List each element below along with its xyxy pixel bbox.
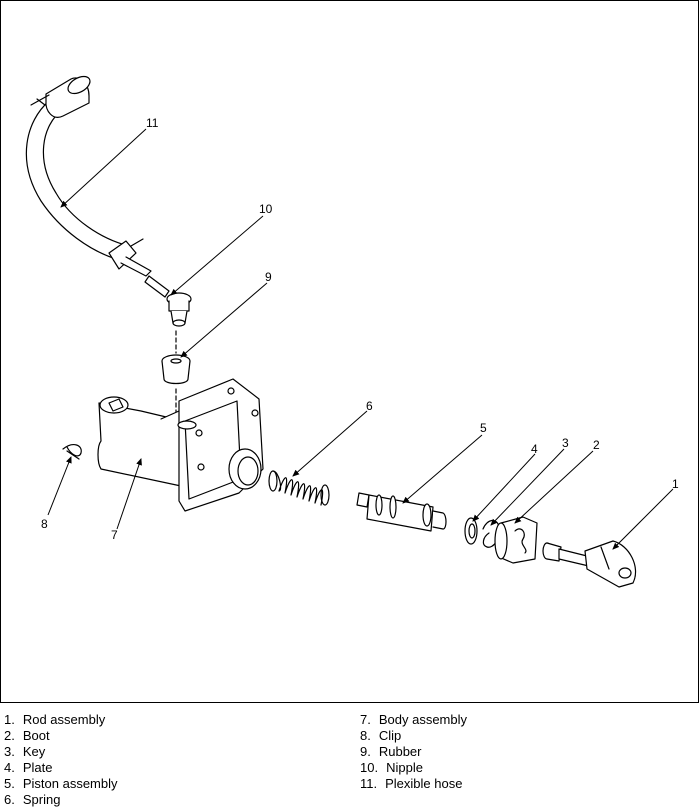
callout-6: 6 (366, 399, 373, 413)
legend-right-column: 7.Body assembly 8.Clip 9.Rubber 10.Nippl… (360, 712, 467, 792)
piston-assembly-part (356, 492, 447, 532)
spring-part (268, 470, 330, 506)
legend-item-plexible-hose: 11.Plexible hose (360, 776, 463, 791)
callout-8: 8 (41, 517, 48, 531)
legend-item-clip: 8.Clip (360, 728, 402, 743)
legend-item-rod-assembly: 1.Rod assembly (4, 712, 106, 727)
callout-2: 2 (593, 438, 600, 452)
callout-4: 4 (531, 442, 538, 456)
legend-item-key: 3.Key (4, 744, 46, 759)
callout-11: 11 (146, 116, 159, 130)
legend-item-nipple: 10.Nipple (360, 760, 423, 775)
callout-7: 7 (111, 528, 118, 542)
exploded-diagram: 11 10 9 6 5 4 3 2 1 8 7 (0, 0, 699, 703)
callout-5: 5 (480, 421, 487, 435)
callout-9: 9 (265, 270, 272, 284)
diagram-drawing: 11 10 9 6 5 4 3 2 1 8 7 (25, 75, 679, 588)
leader-lines (47, 128, 674, 550)
callout-1: 1 (672, 477, 679, 491)
plate-part (464, 517, 478, 545)
callout-labels: 11 10 9 6 5 4 3 2 1 8 7 (41, 116, 679, 542)
legend-item-piston-assembly: 5.Piston assembly (4, 776, 118, 791)
legend-item-body-assembly: 7.Body assembly (360, 712, 467, 727)
rod-assembly-part (542, 540, 637, 588)
legend-left-column: 1.Rod assembly 2.Boot 3.Key 4.Plate 5.Pi… (4, 712, 118, 808)
callout-3: 3 (562, 436, 569, 450)
rubber-part (161, 330, 191, 422)
legend-item-rubber: 9.Rubber (360, 744, 422, 759)
boot-part (494, 516, 538, 564)
nipple-part (144, 275, 192, 327)
flexible-hose-part (25, 75, 152, 277)
legend-item-plate: 4.Plate (4, 760, 53, 775)
legend-item-spring: 6.Spring (4, 792, 61, 807)
legend-item-boot: 2.Boot (4, 728, 50, 743)
callout-10: 10 (259, 202, 273, 216)
body-assembly-part (97, 378, 264, 512)
clip-part (62, 444, 82, 460)
